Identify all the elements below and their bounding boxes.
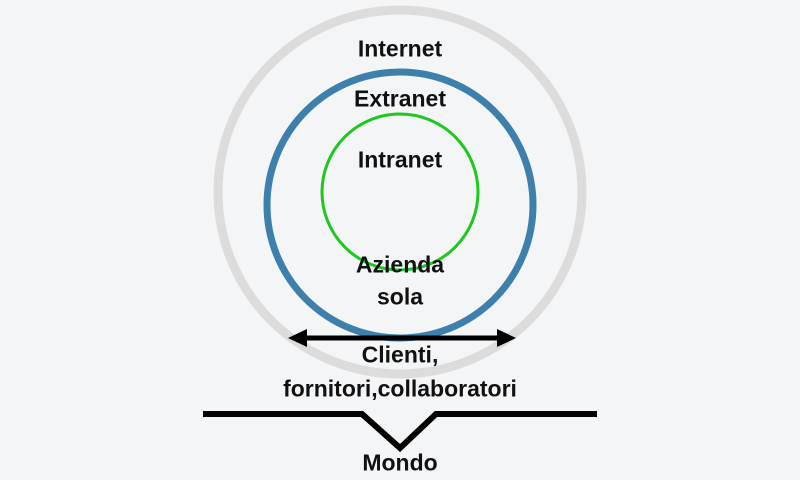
- label-internet: Internet: [357, 35, 443, 62]
- intranet-ring-circle: [320, 112, 480, 272]
- extranet-span-arrow: [288, 329, 516, 347]
- label-azienda: Azienda: [355, 251, 445, 278]
- label-azienda-sola: sola: [376, 283, 424, 310]
- label-extranet: Extranet: [353, 85, 447, 112]
- label-mondo: Mondo: [362, 449, 438, 476]
- label-intranet: Intranet: [357, 146, 443, 173]
- label-fornitori-collaboratori: fornitori,collaboratori: [283, 375, 517, 402]
- internet-ring-circle: [213, 5, 587, 379]
- label-clienti: Clienti,: [361, 341, 439, 368]
- mondo-notched-line: [203, 411, 597, 453]
